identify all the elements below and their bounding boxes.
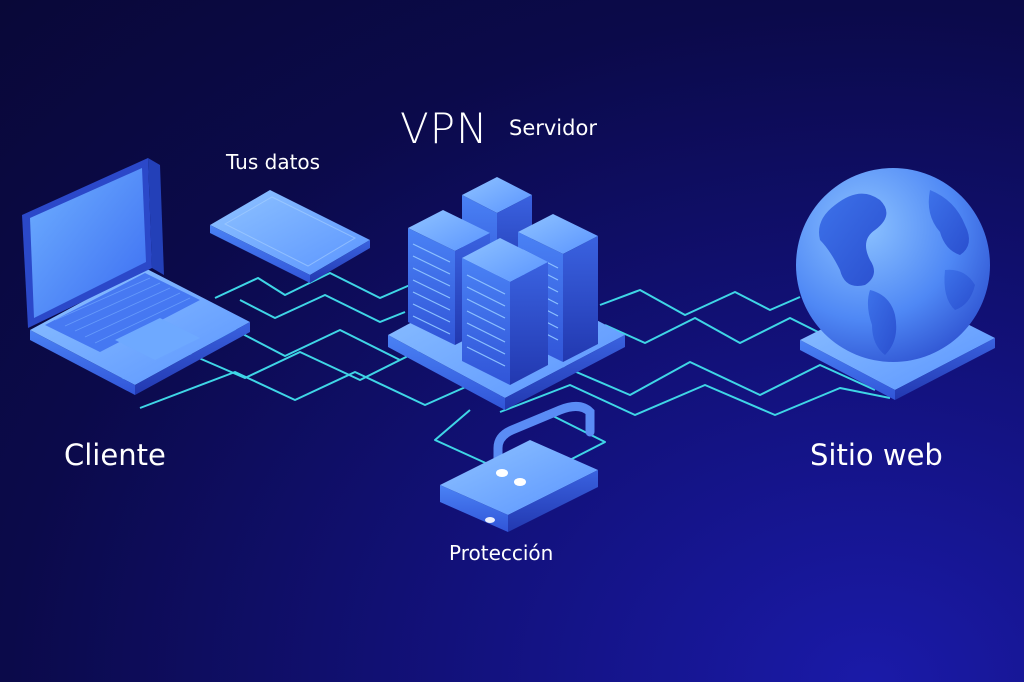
laptop-icon [22,158,250,395]
vpn-subtitle: Servidor [509,116,597,140]
wire-server-to-site-2 [604,317,831,344]
wire-client-to-server-4 [139,371,471,409]
wire-server-to-lock-1 [434,409,491,466]
vpn-title: VPN [400,104,489,153]
wire-server-to-site-1 [599,289,801,316]
globe-icon [796,168,995,400]
data-folder-icon [210,190,370,283]
wire-data-to-server [214,272,411,299]
wire-server-to-lock-2 [544,411,606,466]
wire-server-to-site-4 [499,384,891,416]
data-label: Tus datos [226,150,321,174]
wire-client-to-server-1 [239,294,406,323]
site-label: Sitio web [810,438,943,472]
padlock-icon [440,402,598,532]
protection-label: Protección [449,541,554,565]
server-rack-icon [408,177,598,385]
client-label: Cliente [64,438,166,472]
